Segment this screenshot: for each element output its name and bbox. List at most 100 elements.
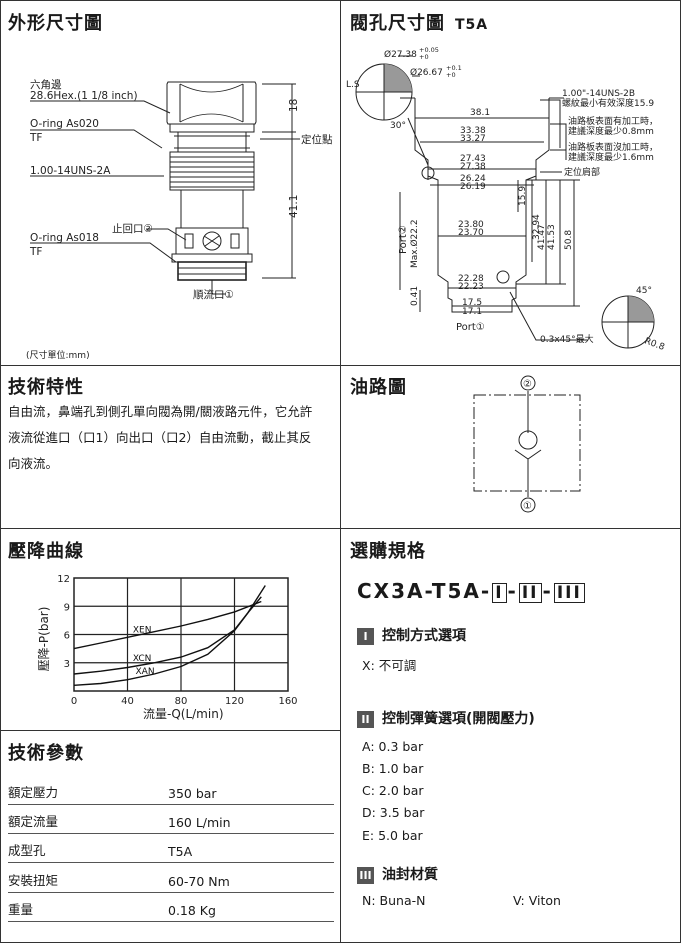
param-value: T5A — [168, 844, 193, 859]
model-prefix: CX3A-T5A- — [357, 579, 492, 603]
model-box-2: II — [518, 583, 542, 603]
svg-text:R0.8: R0.8 — [643, 336, 666, 353]
option1-title: 控制方式選項 — [382, 628, 466, 644]
model-code: CX3A-T5A-I-II-III — [357, 579, 586, 603]
svg-text:L.S: L.S — [346, 80, 360, 90]
svg-text:六角邊: 六角邊 — [30, 78, 62, 91]
cavity-drawing: Ø27.38 +0.05 +0 Ø26.67 +0.1 +0 L.S 30° 1… — [346, 46, 666, 353]
svg-text:38.1: 38.1 — [470, 108, 490, 118]
svg-text:27.43: 27.43 — [460, 154, 486, 164]
x-tick-label: 0 — [71, 696, 77, 707]
cavity-code: T5A — [455, 17, 489, 33]
x-tick-label: 80 — [175, 696, 188, 707]
model-dash: - — [507, 579, 518, 603]
circuit-title: 油路圖 — [350, 377, 407, 398]
svg-text:建議深度最少1.6mm: 建議深度最少1.6mm — [568, 151, 654, 163]
divider-vertical — [340, 0, 341, 943]
features-line-2: 液流從進口（口1）向出口（口2）自由流動，截止其反 — [8, 430, 312, 445]
roman-badge: II — [357, 710, 374, 728]
x-tick-label: 160 — [278, 696, 297, 707]
x-axis-label: 流量-Q(L/min) — [143, 707, 224, 721]
svg-text:+0: +0 — [446, 71, 456, 79]
option2-item: A: 0.3 bar — [362, 739, 424, 754]
model-dash: - — [542, 579, 553, 603]
features-text: 自由流，鼻端孔到側孔單向閥為開/關液路元件，它允許 液流從進口（口1）向出口（口… — [8, 399, 336, 477]
option3-item: N: Buna-N — [362, 893, 426, 908]
circuit-diagram: ② ① — [473, 375, 581, 513]
option2-item: B: 1.0 bar — [362, 761, 424, 776]
option1-item: X: 不可調 — [362, 658, 417, 673]
svg-text:Port②: Port② — [398, 225, 409, 254]
ordering-title: 選購規格 — [350, 541, 426, 562]
y-tick-label: 12 — [57, 574, 70, 585]
option3-title: 油封材質 — [382, 867, 438, 883]
thread-body — [169, 151, 255, 191]
svg-text:建議深度最少0.8mm: 建議深度最少0.8mm — [568, 125, 654, 137]
port-1-label: ① — [523, 501, 532, 512]
svg-text:0.3x45°最大: 0.3x45°最大 — [540, 333, 594, 345]
svg-text:28.6Hex.(1 1/8 inch): 28.6Hex.(1 1/8 inch) — [30, 90, 138, 102]
model-box-1: I — [492, 583, 507, 603]
outline-drawing: 六角邊 28.6Hex.(1 1/8 inch) O-ring As020 TF… — [26, 78, 333, 361]
divider-row3 — [0, 730, 341, 731]
svg-text:41.1: 41.1 — [288, 195, 300, 218]
y-tick-label: 3 — [64, 659, 70, 670]
features-title: 技術特性 — [8, 377, 84, 398]
param-row: 安裝扭矩 60-70 Nm — [8, 864, 334, 893]
svg-text:18: 18 — [288, 99, 300, 112]
svg-text:23.70: 23.70 — [458, 228, 484, 238]
option2-title: 控制彈簧選項(開閥壓力) — [382, 711, 535, 727]
svg-text:TF: TF — [29, 246, 42, 258]
y-tick-label: 6 — [64, 631, 70, 642]
svg-text:Max.Ø22.2: Max.Ø22.2 — [409, 219, 420, 268]
param-value: 350 bar — [168, 786, 217, 801]
svg-text:0.41: 0.41 — [410, 286, 420, 306]
option2-item: E: 5.0 bar — [362, 828, 423, 843]
model-box-3: III — [553, 583, 585, 603]
svg-text:止回口②: 止回口② — [112, 223, 153, 235]
svg-text:50.8: 50.8 — [564, 230, 574, 250]
svg-text:22.23: 22.23 — [458, 282, 484, 292]
outline-title: 外形尺寸圖 — [8, 13, 103, 34]
svg-text:定位肩部: 定位肩部 — [564, 166, 600, 178]
option1-head: I 控制方式選項 — [357, 625, 466, 645]
curve-title: 壓降曲線 — [8, 541, 84, 562]
svg-text:Ø27.38: Ø27.38 — [384, 49, 417, 60]
svg-text:1.00"-14UNS-2B: 1.00"-14UNS-2B — [562, 89, 635, 99]
svg-text:O-ring As018: O-ring As018 — [30, 232, 99, 244]
svg-text:41.53: 41.53 — [547, 224, 557, 250]
hex-head — [166, 81, 257, 125]
cavity-title-text: 閥孔尺寸圖 — [350, 13, 445, 34]
svg-text:Ø26.67: Ø26.67 — [410, 67, 443, 78]
svg-text:螺紋最小有效深度15.9: 螺紋最小有效深度15.9 — [562, 97, 654, 109]
param-label: 安裝扭矩 — [8, 873, 59, 888]
svg-text:33.38: 33.38 — [460, 126, 486, 136]
svg-text:TF: TF — [29, 132, 42, 144]
roman-badge: I — [357, 627, 374, 645]
check-ball — [518, 430, 538, 450]
svg-text:27.38: 27.38 — [460, 162, 486, 172]
svg-text:1.00-14UNS-2A: 1.00-14UNS-2A — [30, 165, 111, 177]
svg-text:定位點: 定位點 — [301, 133, 333, 146]
param-label: 成型孔 — [8, 843, 46, 858]
svg-text:+0.1: +0.1 — [446, 64, 462, 72]
roman-badge: III — [357, 866, 374, 884]
x-tick-label: 120 — [225, 696, 244, 707]
option2-head: II 控制彈簧選項(開閥壓力) — [357, 708, 535, 728]
svg-text:26.19: 26.19 — [460, 182, 486, 192]
param-value: 160 L/min — [168, 815, 231, 830]
series-label-xen: XEN — [133, 626, 152, 636]
series-label-xan: XAN — [136, 667, 155, 677]
svg-text:41.47: 41.47 — [537, 224, 547, 250]
param-value: 60-70 Nm — [168, 874, 230, 889]
svg-text:26.24: 26.24 — [460, 174, 486, 184]
svg-text:17.5: 17.5 — [462, 298, 482, 308]
params-title: 技術參數 — [8, 743, 84, 764]
option3-head: III 油封材質 — [357, 864, 438, 884]
svg-text:Port①: Port① — [456, 322, 485, 333]
param-label: 重量 — [8, 902, 34, 917]
y-tick-label: 9 — [64, 602, 70, 613]
series-label-xcn: XCN — [133, 654, 152, 664]
divider-row1 — [0, 365, 681, 366]
